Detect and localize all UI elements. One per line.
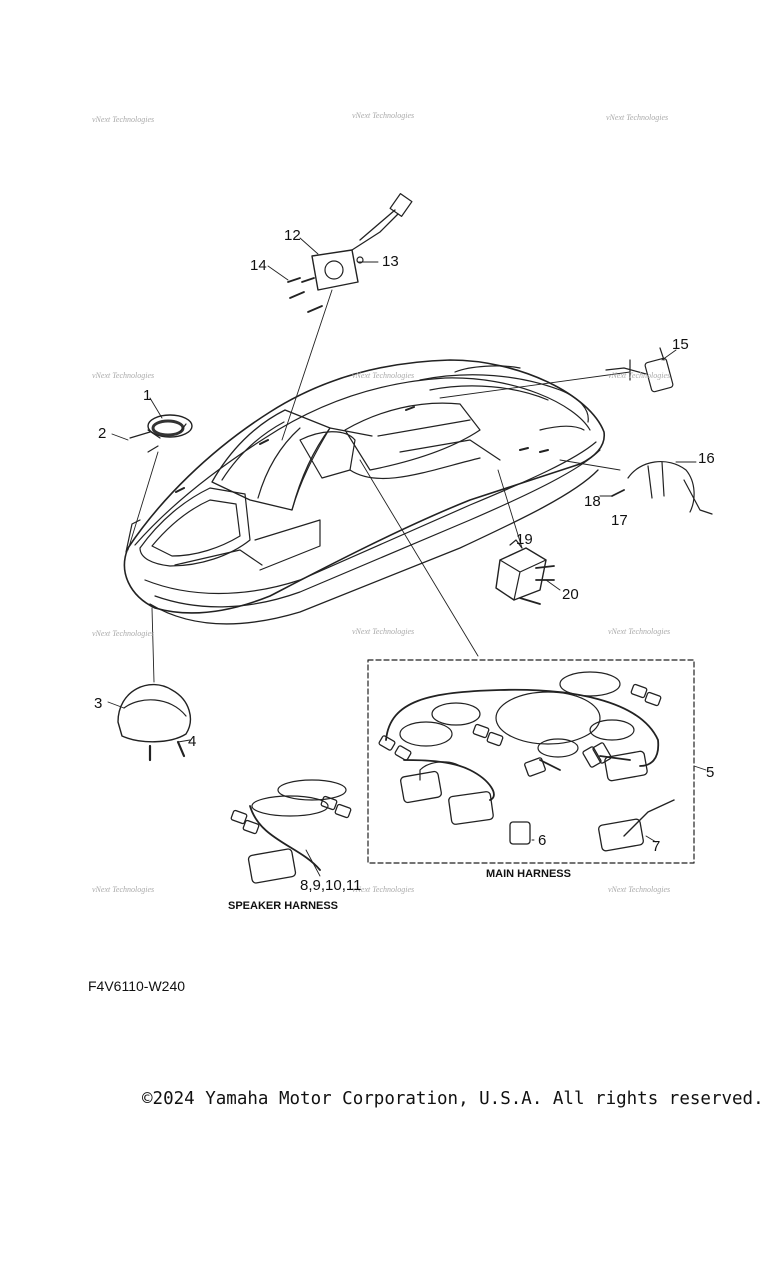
callout-3: 3: [94, 695, 102, 712]
part-15-switch-illustration: [605, 347, 674, 393]
watermark: vNext Technologies: [92, 629, 154, 638]
watermark: vNext Technologies: [608, 627, 670, 636]
callout-6: 6: [538, 832, 546, 849]
copyright-notice: ©2024 Yamaha Motor Corporation, U.S.A. A…: [142, 1089, 764, 1109]
callout-17: 17: [611, 512, 628, 529]
callout-14: 14: [250, 257, 267, 274]
speaker-harness-caption: SPEAKER HARNESS: [228, 900, 338, 912]
callout-16: 16: [698, 450, 715, 467]
watermark: vNext Technologies: [606, 113, 668, 122]
main-harness-caption: MAIN HARNESS: [486, 868, 571, 880]
watermark: vNext Technologies: [352, 885, 414, 894]
callout-15: 15: [672, 336, 689, 353]
watermarks: vNext Technologies vNext Technologies vN…: [92, 111, 670, 894]
callout-13: 13: [382, 253, 399, 270]
part-3-cover-illustration: [117, 683, 191, 762]
watermark: vNext Technologies: [92, 371, 154, 380]
watermark: vNext Technologies: [92, 885, 154, 894]
boat-illustration: [123, 359, 605, 625]
callout-8-9-10-11: 8,9,10,11: [300, 877, 361, 894]
diagram-code: F4V6110-W240: [88, 978, 186, 994]
leader-lines: [107, 237, 707, 877]
part-16-bracket-illustration: [611, 461, 713, 515]
callout-4: 4: [188, 733, 196, 750]
speaker-harness-illustration: [230, 779, 352, 884]
main-harness-box: [367, 659, 695, 864]
callout-5: 5: [706, 764, 714, 781]
watermark: vNext Technologies: [608, 885, 670, 894]
watermark: vNext Technologies: [352, 111, 414, 120]
watermark: vNext Technologies: [92, 115, 154, 124]
callout-20: 20: [562, 586, 579, 603]
part-19-box-illustration: [495, 539, 555, 605]
callout-18: 18: [584, 493, 601, 510]
watermark: vNext Technologies: [608, 371, 670, 380]
callouts: 1 2 3 4 5 6 7 8,9,10,11 12 13 14 15 16 1…: [94, 227, 715, 894]
callout-12: 12: [284, 227, 301, 244]
part-1-speaker-illustration: [129, 414, 193, 453]
watermark: vNext Technologies: [352, 371, 414, 380]
callout-7: 7: [652, 838, 660, 855]
callout-1: 1: [143, 387, 151, 404]
callout-2: 2: [98, 425, 106, 442]
watermark: vNext Technologies: [352, 627, 414, 636]
callout-19: 19: [516, 531, 533, 548]
part-12-plate-illustration: [287, 193, 413, 313]
